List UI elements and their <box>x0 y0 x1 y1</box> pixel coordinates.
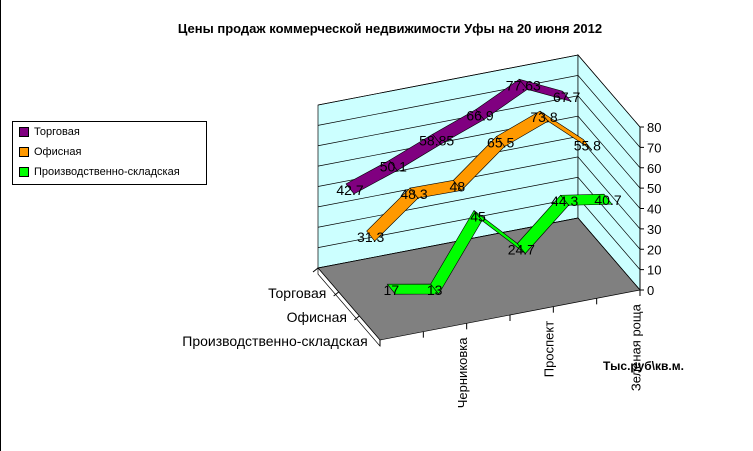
data-label: 67.7 <box>553 89 580 105</box>
series-segment <box>518 78 572 102</box>
legend-label: Офисная <box>34 146 82 158</box>
data-label: 40.7 <box>594 192 621 208</box>
legend-item: Офисная <box>13 142 206 162</box>
legend-label: Торговая <box>34 126 80 138</box>
y-tick-label: 70 <box>647 140 661 155</box>
data-label: 48.3 <box>400 186 427 202</box>
gridline <box>317 115 641 189</box>
series-2: 17 13 45 24.7 44.3 40.7 <box>384 192 622 298</box>
data-label: 42.7 <box>336 182 363 198</box>
depth-tick <box>333 291 339 297</box>
data-label: 24.7 <box>508 242 535 258</box>
chart-title: Цены продаж коммерческой недвижимости Уф… <box>178 21 602 36</box>
depth-axis-label: Производственно-складская <box>182 333 367 349</box>
data-label: 50.1 <box>380 158 407 174</box>
data-label: 55.8 <box>574 137 601 153</box>
y-tick-label: 30 <box>647 222 661 237</box>
depth-axis-label: Торговая <box>268 285 326 301</box>
depth-tick <box>312 267 319 273</box>
x-tick-label: Черниковка <box>455 337 470 409</box>
gridline <box>317 156 641 230</box>
gridline <box>317 54 641 128</box>
y-tick-label: 0 <box>647 283 654 298</box>
y-tick-label: 80 <box>647 120 661 135</box>
series-segment <box>560 193 613 206</box>
data-label: 31.3 <box>357 229 384 245</box>
y-tick-label: 40 <box>647 202 661 217</box>
data-label: 66.9 <box>466 108 493 124</box>
y-tick-label: 10 <box>647 263 661 278</box>
legend-swatch <box>19 147 29 157</box>
legend-item: Торговая <box>13 122 206 142</box>
x-tick-label: Зеленая роща <box>628 303 643 391</box>
series-1: 31.3 48.3 48 65.5 73.8 55.8 <box>357 109 601 245</box>
gridline <box>317 217 641 291</box>
legend-swatch <box>19 127 29 137</box>
legend-swatch <box>19 167 29 177</box>
y-tick-label: 60 <box>647 161 661 176</box>
data-label: 77.63 <box>506 77 541 93</box>
gridline <box>317 95 641 168</box>
series-segment <box>539 110 592 150</box>
data-label: 48 <box>450 178 466 194</box>
y-tick-label: 50 <box>647 181 661 196</box>
gridline <box>317 74 641 148</box>
data-label: 73.8 <box>530 109 557 125</box>
legend-item: Производственно-складская <box>13 162 206 182</box>
data-label: 45 <box>470 208 486 224</box>
data-label: 17 <box>384 282 400 298</box>
y-axis-title: Тыс.руб\кв.м. <box>603 359 684 373</box>
series-0: 42.7 50.1 58.85 66.9 77.63 67.7 <box>336 77 580 198</box>
depth-tick <box>354 315 360 321</box>
data-label: 58.85 <box>419 132 454 148</box>
data-label: 44.3 <box>551 193 578 209</box>
data-label: 13 <box>427 282 443 298</box>
legend-label: Производственно-складская <box>34 166 180 178</box>
legend: Торговая Офисная Производственно-складск… <box>12 121 207 185</box>
y-tick-label: 20 <box>647 242 661 257</box>
depth-axis-label: Офисная <box>287 309 347 325</box>
x-tick-label: Проспект <box>542 321 557 377</box>
data-label: 65.5 <box>487 134 514 150</box>
